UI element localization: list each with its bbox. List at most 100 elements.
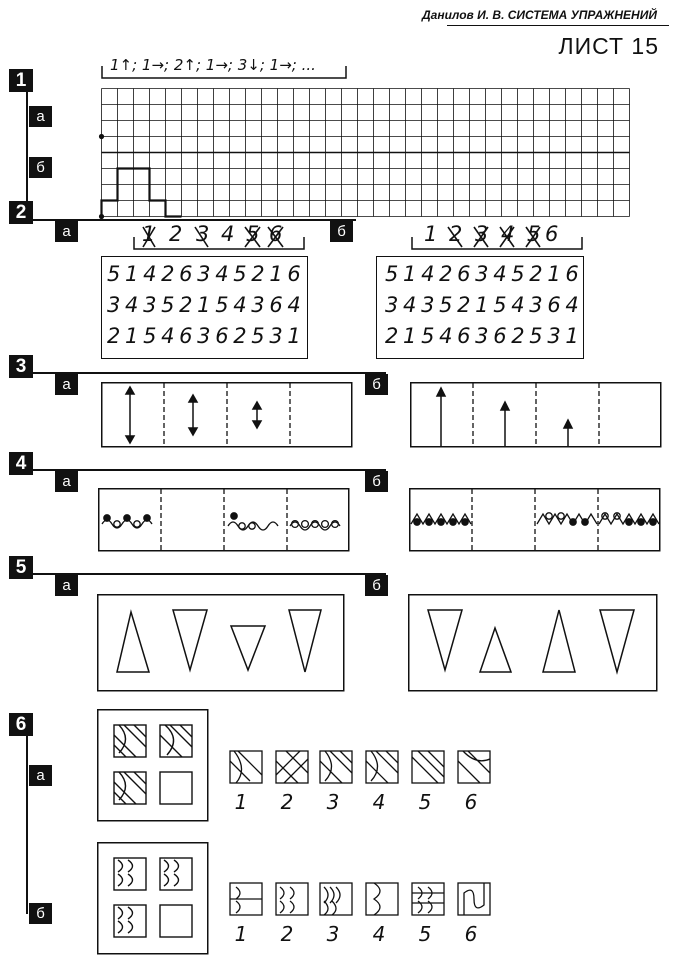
digit-row: 5 1 4 2 6 3 4 5 2 1 6 (385, 262, 579, 286)
section-4b-pattern-strip (409, 488, 661, 552)
option-tile (319, 882, 353, 916)
section-6a-matrix (97, 709, 209, 822)
triangle-down-icon (288, 609, 322, 673)
key-digit: 4 (221, 222, 237, 246)
zigzag-dots-pattern (410, 512, 472, 526)
option-tile (229, 750, 263, 784)
start-dot (98, 133, 105, 140)
section-6b-option-labels: 1 2 3 4 5 6 (226, 922, 494, 948)
section-1-sub-a: а (29, 106, 52, 127)
option-label: 5 (418, 790, 432, 814)
key-digit: 2 (449, 222, 465, 246)
section-3a-arrows-strip (101, 382, 353, 448)
digit-row: 3 4 3 5 2 1 5 4 3 6 4 (385, 293, 579, 317)
section-3-rule (26, 372, 386, 374)
double-arrow-icon (251, 400, 263, 430)
section-2a-key: 1 2 3 4 5 6 (142, 222, 302, 250)
section-1-bracket (26, 92, 28, 202)
option-tile (275, 882, 309, 916)
digit-row: 5 1 4 2 6 3 4 5 2 1 6 (107, 262, 301, 286)
section-2-sub-a: а (55, 221, 78, 242)
option-label: 5 (418, 922, 432, 946)
digit-row: 2 1 5 4 6 3 6 2 5 3 1 (385, 324, 579, 348)
option-tile (229, 882, 263, 916)
option-tile (365, 750, 399, 784)
header-rule (447, 25, 669, 26)
option-label: 1 (234, 922, 248, 946)
triangle-down-icon (427, 609, 463, 673)
zigzag-dots-pattern (536, 512, 598, 526)
section-4-number: 4 (9, 452, 33, 475)
wave-dots-pattern (101, 514, 153, 529)
key-digit: 3 (196, 222, 212, 246)
crossout-marks (447, 226, 541, 248)
triangle-down-icon (599, 609, 635, 675)
section-1-number: 1 (9, 69, 33, 92)
section-2-sub-b: б (330, 221, 353, 242)
option-label: 6 (464, 922, 478, 946)
option-tile (411, 750, 445, 784)
section-4a-pattern-strip (98, 488, 350, 552)
key-digit: 1 (142, 222, 158, 246)
triangle-up-icon (116, 609, 151, 673)
section-2-number: 2 (9, 201, 33, 224)
option-label: 4 (372, 790, 386, 814)
section-3-number: 3 (9, 355, 33, 378)
section-4-rule (26, 469, 386, 471)
section-5-sub-a: а (55, 575, 78, 596)
section-5-sub-b: б (365, 575, 388, 596)
section-5a-triangles-box (97, 594, 345, 692)
double-arrow-icon (124, 385, 136, 445)
zigzag-dots-pattern (598, 512, 660, 526)
section-1-dictation-bracket (101, 66, 347, 79)
section-6b-matrix (97, 842, 209, 955)
section-6-number: 6 (9, 713, 33, 736)
section-2b-digit-table: 5 1 4 2 6 3 4 5 2 1 6 3 4 3 5 2 1 5 4 3 … (376, 256, 584, 359)
loop-pattern (289, 519, 341, 531)
section-3-sub-a: а (55, 374, 78, 395)
section-1-grid (98, 88, 630, 220)
section-5b-triangles-box (408, 594, 658, 692)
section-3-sub-b: б (365, 374, 388, 395)
key-digit: 6 (545, 222, 561, 246)
section-6b-options (229, 882, 491, 916)
digit-row: 3 4 3 5 2 1 5 4 3 6 4 (107, 293, 301, 317)
section-1-sub-b: б (29, 157, 52, 178)
up-arrow-icon (435, 386, 447, 446)
section-6a-options (229, 750, 491, 784)
option-tile (457, 750, 491, 784)
section-3b-arrows-strip (410, 382, 662, 448)
option-label: 4 (372, 922, 386, 946)
option-label: 3 (326, 922, 340, 946)
section-1-dictation: 1↑; 1→; 2↑; 1→; 3↓; 1→; ... (110, 56, 316, 74)
digit-row: 2 1 5 4 6 3 6 2 5 3 1 (107, 324, 301, 348)
header-author-title: Данилов И. В. СИСТЕМА УПРАЖНЕНИЙ (421, 8, 657, 22)
option-tile (275, 750, 309, 784)
section-2b-key-bracket (411, 237, 583, 250)
triangle-down-icon (229, 625, 267, 673)
start-dot (98, 213, 105, 220)
option-label: 6 (464, 790, 478, 814)
option-tile (457, 882, 491, 916)
section-6-sub-a: а (29, 765, 52, 786)
triangle-up-icon (478, 625, 513, 673)
option-label: 3 (326, 790, 340, 814)
section-5-rule (26, 573, 386, 575)
wave-dots-pattern (227, 512, 279, 531)
up-arrow-icon (562, 418, 574, 446)
option-label: 2 (280, 790, 294, 814)
option-tile (411, 882, 445, 916)
crossout-marks (142, 226, 284, 248)
double-arrow-icon (187, 393, 199, 437)
section-2a-digit-table: 5 1 4 2 6 3 4 5 2 1 6 3 4 3 5 2 1 5 4 3 … (101, 256, 308, 359)
section-6a-option-labels: 1 2 3 4 5 6 (226, 790, 494, 816)
section-6-sub-b: б (29, 903, 52, 924)
section-5-number: 5 (9, 556, 33, 579)
section-2-rule (26, 219, 356, 221)
sheet-number: ЛИСТ 15 (558, 33, 659, 59)
section-4-sub-a: а (55, 471, 78, 492)
section-2b-key: 1 2 3 4 5 6 (424, 222, 584, 250)
option-tile (365, 882, 399, 916)
sample-staircase-pattern (100, 167, 182, 218)
